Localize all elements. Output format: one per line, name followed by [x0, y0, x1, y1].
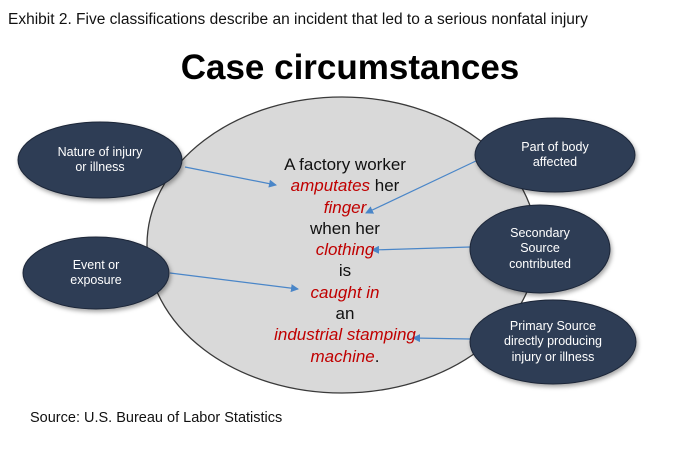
source-note: Source: U.S. Bureau of Labor Statistics	[30, 410, 283, 426]
highlight-nature: amputates	[290, 176, 371, 196]
highlight-part-of-body: finger	[323, 197, 367, 217]
exhibit-title: Exhibit 2. Five classifications describe…	[8, 11, 588, 28]
arrow-part-to-finger	[365, 159, 479, 214]
arrow-primary-to-machine	[412, 334, 471, 343]
sentence-line-4: when her	[310, 218, 380, 238]
node-primary-source-ellipse	[469, 299, 637, 385]
sentence-line-10: machine.	[245, 346, 445, 367]
arrow-secondary-to-clothing	[371, 245, 471, 254]
node-secondary-source-ellipse	[469, 204, 611, 294]
highlight-primary-source-2: machine	[310, 346, 375, 366]
node-event-ellipse	[22, 236, 170, 310]
highlight-event: caught in	[310, 282, 380, 302]
node-nature-of-injury-ellipse	[17, 121, 183, 199]
sentence-line-8: an	[335, 304, 355, 324]
highlight-secondary-source: clothing	[315, 240, 375, 260]
node-event-label: Event or exposure	[70, 257, 122, 288]
node-primary-source-label: Primary Source directly producing injury…	[504, 318, 602, 364]
sentence-line-1: A factory worker	[284, 155, 406, 174]
node-nature-of-injury-label: Nature of injury or illness	[57, 144, 143, 175]
arrow-event-to-caught-in	[169, 272, 299, 293]
highlight-primary-source-1: industrial stamping	[274, 325, 416, 345]
sentence-line-2: amputates her	[245, 175, 445, 196]
sentence-line-10-plain: .	[374, 346, 380, 366]
main-title: Case circumstances	[180, 48, 520, 87]
node-part-of-body-label: Part of body affected	[521, 139, 589, 170]
incident-sentence: A factory worker amputates her finger wh…	[245, 154, 445, 367]
sentence-line-2-plain: her	[370, 176, 400, 196]
sentence-line-6: is	[338, 261, 352, 281]
node-secondary-source-label: Secondary Source contributed	[509, 225, 571, 271]
arrows	[169, 159, 479, 343]
node-ellipses	[17, 117, 637, 385]
node-part-of-body-ellipse	[474, 117, 636, 193]
arrow-nature-to-amputates	[184, 166, 277, 188]
